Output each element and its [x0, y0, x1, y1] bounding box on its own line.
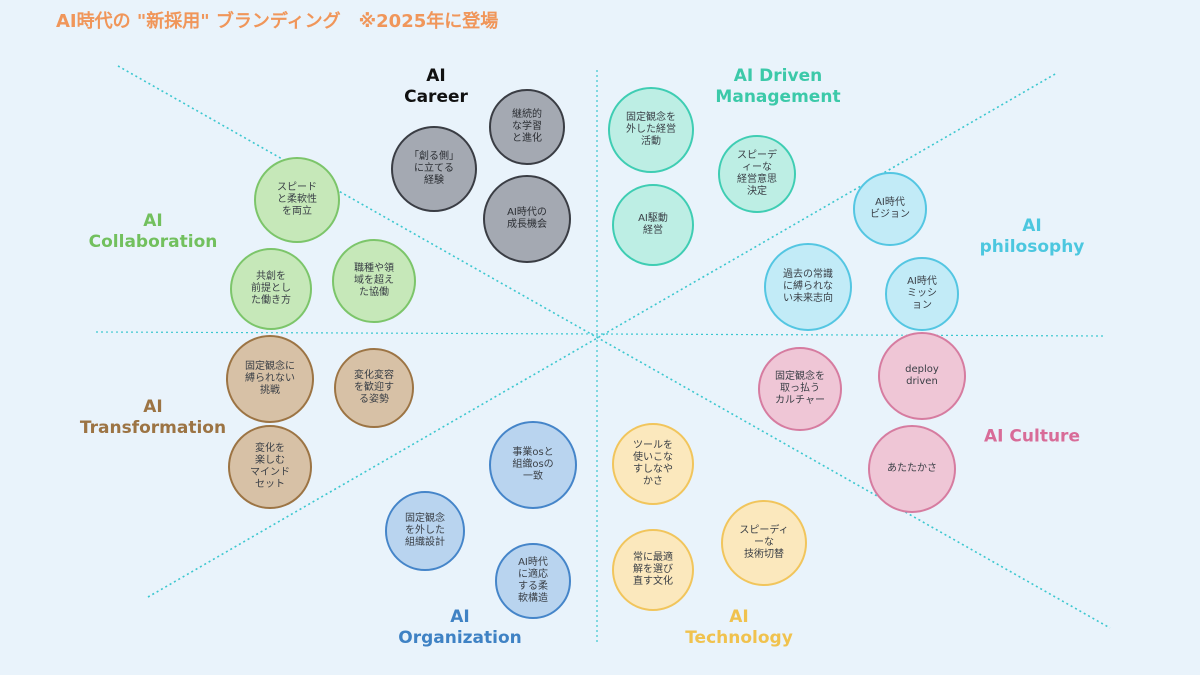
bubble-culture-deploy: deploy driven — [878, 332, 966, 420]
bubble-career-growth: AI時代の 成長機会 — [483, 175, 571, 263]
bubble-transformation-mindset: 変化を 楽しむ マインド セット — [228, 425, 312, 509]
bubble-management-decision: スピーデ ィーな 経営意思 決定 — [718, 135, 796, 213]
bubble-philosophy-mission: AI時代 ミッシ ョン — [885, 257, 959, 331]
bubble-collaboration-crossfunctional: 職種や領 域を超え た協働 — [332, 239, 416, 323]
bubble-culture-break: 固定観念を 取っ払う カルチャー — [758, 347, 842, 431]
bubble-career-creator: 「創る側」 に立てる 経験 — [391, 126, 477, 212]
bubble-management-ai-driven: AI駆動 経営 — [612, 184, 694, 266]
category-career: AI Career — [404, 66, 468, 107]
category-philosophy: AI philosophy — [979, 216, 1085, 257]
bubble-transformation-challenge: 固定観念に 縛られない 挑戦 — [226, 335, 314, 423]
bubble-organization-structure: AI時代 に適応 する柔 軟構造 — [495, 543, 571, 619]
bubble-management-activity: 固定観念を 外した経営 活動 — [608, 87, 694, 173]
bubble-collaboration-speed: スピード と柔軟性 を両立 — [254, 157, 340, 243]
bubble-organization-design: 固定観念 を外した 組織設計 — [385, 491, 465, 571]
bubble-transformation-welcome: 変化変容 を歓迎す る姿勢 — [334, 348, 414, 428]
category-transformation: AI Transformation — [79, 397, 227, 438]
bubble-technology-switch: スピーディ ーな 技術切替 — [721, 500, 807, 586]
category-organization: AI Organization — [398, 607, 522, 648]
bubble-philosophy-vision: AI時代 ビジョン — [853, 172, 927, 246]
category-culture: AI Culture — [984, 426, 1080, 447]
category-management: AI Driven Management — [715, 66, 841, 107]
page-title: AI時代の "新採用" ブランディング ※2025年に登場 — [56, 11, 499, 32]
bubble-career-learning: 継続的 な学習 と進化 — [489, 89, 565, 165]
bubble-philosophy-future: 過去の常識 に縛られな い未来志向 — [764, 243, 852, 331]
bubble-technology-tools: ツールを 使いこな すしなや かさ — [612, 423, 694, 505]
bubble-collaboration-cocreation: 共創を 前提とし た働き方 — [230, 248, 312, 330]
divider-horizontal — [95, 331, 1106, 337]
bubble-technology-optimal: 常に最適 解を選び 直す文化 — [612, 529, 694, 611]
bubble-organization-os: 事業osと 組織osの 一致 — [489, 421, 577, 509]
category-technology: AI Technology — [685, 607, 793, 648]
category-collaboration: AI Collaboration — [88, 211, 218, 252]
bubble-culture-warmth: あたたかさ — [868, 425, 956, 513]
